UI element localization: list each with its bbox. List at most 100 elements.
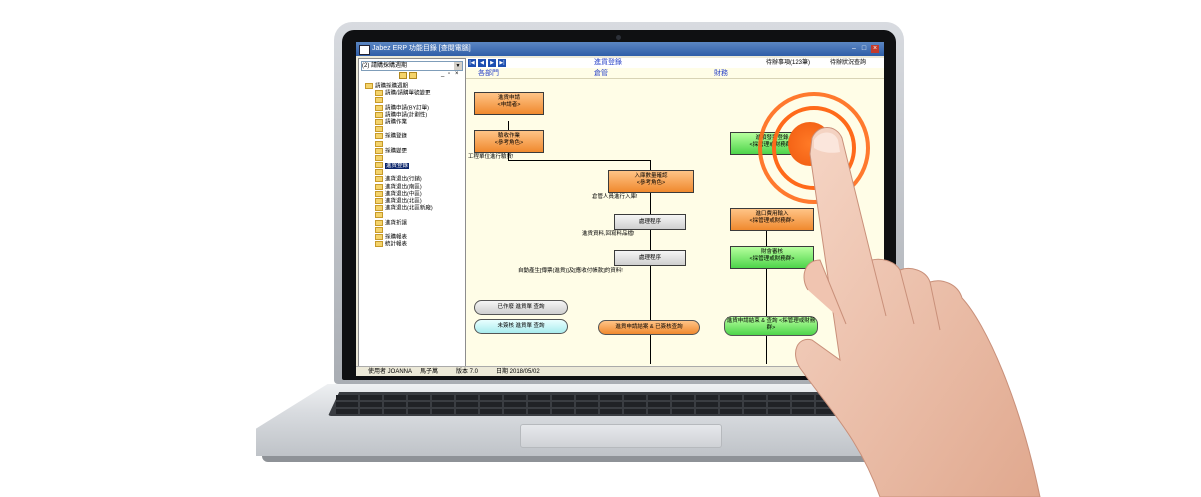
touchpad[interactable]	[520, 424, 722, 448]
tree-item[interactable]: 進貨退出(北區)	[361, 198, 461, 205]
node-stock-in-confirm[interactable]: 入庫數量確認 <參考角色>	[608, 170, 694, 193]
folder-icon	[375, 190, 383, 197]
tree-item-label: 進貨登錄	[385, 162, 410, 169]
connector	[650, 160, 651, 170]
node-process-2[interactable]: 處理程序	[614, 250, 686, 266]
left-panel: (2) 請購採購週期 ▼ _ ▫ × 請購採購週期請購/請購單號變更請購申請(B…	[358, 58, 466, 368]
node-import-cost[interactable]: 進口費用輸入 <採管理或財務群>	[730, 208, 814, 231]
node-label: 驗收作業	[497, 133, 520, 139]
node-purchase-request[interactable]: 進貨申請 <申請者>	[474, 92, 544, 115]
tree-item-label: 進貨折讓	[385, 220, 408, 227]
tree-item[interactable]: 請購採購週期	[361, 83, 461, 90]
status-date: 日期 2018/05/02	[496, 369, 540, 375]
node-finance-review[interactable]: 財會審核 <採管理或財務群>	[730, 246, 814, 269]
status-bar: 使用者 JOANNA 馬子萬 版本 7.0 日期 2018/05/02	[356, 366, 884, 376]
tree-item-label: 進貨退出(行銷)	[385, 176, 422, 183]
column-departments: 各部門	[478, 70, 499, 77]
tree-item[interactable]: 請購申請(計劃性)	[361, 111, 461, 119]
maximize-icon[interactable]: □	[861, 45, 867, 52]
note-write-back: 進貨資料,回寫料品檔!	[582, 231, 635, 237]
erp-window: Jabez ERP 功能目錄 [查閱電腦] – □ × (2) 請購採購週期 ▼…	[356, 42, 884, 376]
voided-query-button[interactable]: 已作廢 進貨單 查詢	[474, 300, 568, 315]
node-process-1[interactable]: 處理程序	[614, 214, 686, 230]
camera-icon	[616, 35, 621, 40]
unsigned-query-button[interactable]: 未簽核 進貨單 查詢	[474, 319, 568, 334]
tree-item[interactable]	[361, 154, 461, 162]
minimize-icon[interactable]: _	[441, 71, 445, 77]
keyboard-row	[336, 395, 880, 400]
node-role: <採管理或財務群>	[749, 217, 795, 224]
status-user: 使用者 JOANNA	[368, 369, 413, 375]
column-warehouse: 倉管	[594, 70, 608, 77]
tree-item[interactable]: 進貨退出(南區)	[361, 183, 461, 191]
tree-item[interactable]: 統計報表	[361, 241, 461, 248]
tree-item[interactable]: 進貨退出(中區)	[361, 190, 461, 198]
tree-item[interactable]: 請購申請(BY訂單)	[361, 104, 461, 112]
tree-item-label: 請購申請(計劃性)	[385, 112, 428, 119]
tree-item[interactable]: 請購作業	[361, 118, 461, 126]
node-inspection[interactable]: 驗收作業 <參考角色>	[474, 130, 544, 153]
tree-item[interactable]	[361, 140, 461, 148]
tree-item[interactable]	[361, 97, 461, 104]
folder-icon	[375, 212, 383, 219]
tree-item[interactable]	[361, 226, 461, 234]
folder-icon	[375, 90, 383, 97]
tree-item[interactable]	[361, 126, 461, 133]
node-label: 進貨申請	[497, 95, 520, 101]
tree-item[interactable]: 進貨折讓	[361, 219, 461, 227]
tree-item[interactable]: 採購報表	[361, 233, 461, 241]
finance-query-button[interactable]: 進貨申請結束 & 查詢 <採管理或財務群>	[724, 316, 818, 336]
tree-item-label: 進貨退出(中區)	[385, 191, 422, 198]
closed-query-button[interactable]: 進貨申請結案 & 已簽核查詢	[598, 320, 700, 335]
tree-toolbar: _ ▫ ×	[361, 71, 461, 80]
pending-items-link[interactable]: 待辦事項(123筆)	[766, 60, 811, 66]
close-icon[interactable]: ×	[871, 45, 879, 53]
nav-bar: |◀ ◀ ▶ ▶| 進貨登錄 待辦事項(123筆) 待辦狀況查詢	[466, 58, 884, 68]
minimize-icon[interactable]: –	[852, 45, 856, 52]
tree-item[interactable]: 進貨登錄	[361, 162, 461, 169]
app-icon	[359, 45, 370, 55]
tree-item[interactable]: 採購登錄	[361, 133, 461, 140]
laptop-edge	[262, 456, 966, 462]
restore-icon[interactable]: ▫	[448, 71, 451, 77]
tree-item[interactable]	[361, 169, 461, 176]
status-name: 馬子萬	[420, 369, 439, 375]
folder-icon	[365, 83, 373, 89]
tree-item[interactable]: 請購/請購單號變更	[361, 90, 461, 97]
pointing-hand	[795, 127, 1041, 497]
connector	[508, 160, 650, 161]
tree-item[interactable]: 進貨退出(北區新廠)	[361, 205, 461, 212]
cycle-select[interactable]: (2) 請購採購週期 ▼	[361, 61, 463, 71]
tree-item[interactable]	[361, 212, 461, 219]
folder-icon	[375, 147, 383, 154]
first-record-icon[interactable]: |◀	[468, 59, 476, 67]
node-role: <參考角色>	[494, 139, 524, 146]
next-record-icon[interactable]: ▶	[488, 59, 496, 67]
folder-icon	[375, 169, 383, 176]
column-finance: 財務	[714, 70, 728, 77]
tree-item[interactable]: 進貨退出(行銷)	[361, 176, 461, 183]
column-headers: 各部門 倉管 財務	[466, 69, 884, 79]
node-role: <採管理或財務群>	[749, 255, 795, 262]
folder-icon	[375, 97, 383, 104]
folder-icon	[375, 219, 383, 226]
node-label: 進口費用輸入	[755, 211, 789, 217]
pending-status-link[interactable]: 待辦狀況查詢	[830, 60, 867, 66]
connector	[766, 229, 767, 249]
tree-item-label: 統計報表	[385, 241, 408, 248]
folder-icon	[375, 126, 383, 133]
folder-icon	[375, 183, 383, 190]
tree-item[interactable]: 採購變更	[361, 147, 461, 155]
close-icon[interactable]: ×	[455, 71, 459, 77]
folder-icon[interactable]	[409, 72, 417, 79]
title-bar: Jabez ERP 功能目錄 [查閱電腦] – □ ×	[356, 42, 884, 56]
folder-icon	[375, 140, 383, 147]
folder-icon	[375, 205, 383, 212]
prev-record-icon[interactable]: ◀	[478, 59, 486, 67]
folder-icon	[375, 104, 383, 111]
last-record-icon[interactable]: ▶|	[498, 59, 506, 67]
tree-item-label: 採購報表	[385, 234, 408, 241]
folder-open-icon[interactable]	[399, 72, 407, 79]
keyboard-row	[336, 409, 880, 414]
chevron-down-icon[interactable]: ▼	[454, 62, 462, 70]
